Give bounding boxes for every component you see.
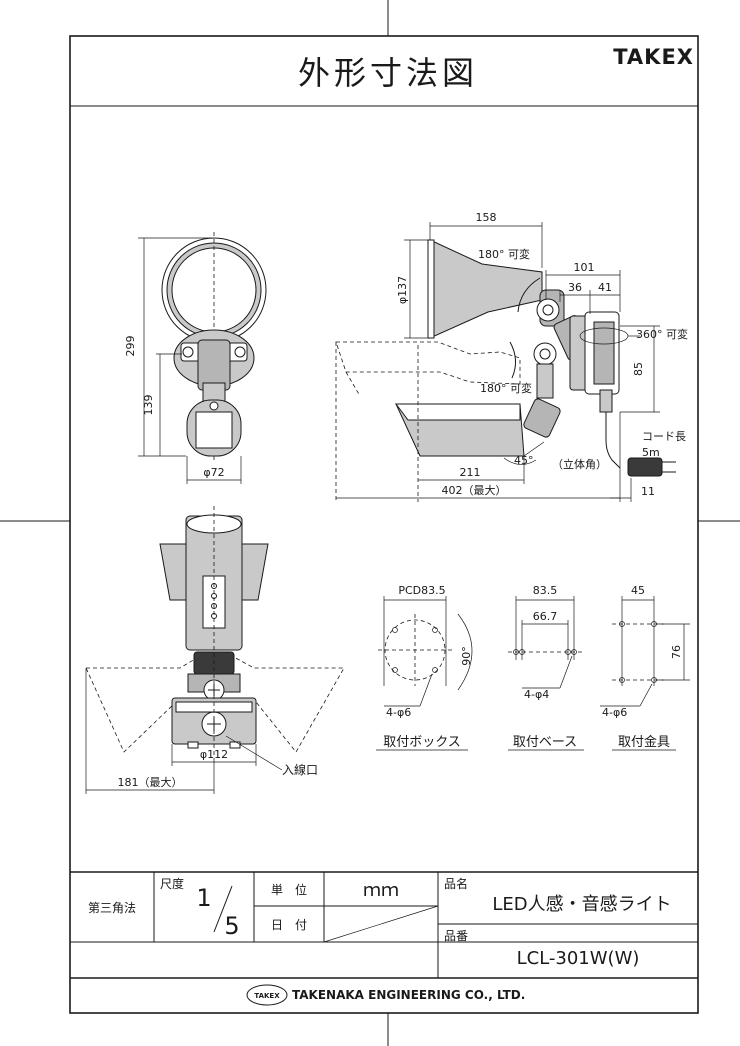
dim-side-box-width: 101 (574, 261, 595, 274)
product-name: LED人感・音感ライト (492, 894, 671, 915)
company-name: TAKENAKA ENGINEERING CO., LTD. (292, 988, 525, 1002)
dim-front-height-total: 299 (124, 336, 137, 357)
company-badge-text: TAKEX (254, 992, 280, 1000)
drawing-title: 外形寸法図 (298, 54, 478, 92)
label-mount-bracket: 取付金具 (618, 734, 670, 750)
dim-bottom-diameter: φ112 (200, 748, 228, 761)
dim-side-211: 211 (460, 466, 481, 479)
dim-side-max: 402（最大） (442, 483, 507, 497)
dim-side-11: 11 (641, 485, 655, 498)
label-solid-angle: （立体角） (552, 457, 607, 471)
dim-side-head-width: 158 (476, 211, 497, 224)
label-bracket-height: 76 (670, 645, 683, 659)
side-view: 158 φ137 180° 可変 101 36 41 360° 可変 85 18… (335, 211, 688, 502)
product-name-label: 品名 (444, 876, 468, 891)
label-mount-box: 取付ボックス (383, 735, 461, 750)
scale-label: 尺度 (160, 876, 184, 891)
label-box-pcd: PCD83.5 (398, 584, 445, 597)
scale-denominator: 5 (224, 912, 239, 940)
mount-bracket-diagram: 45 76 4-φ6 取付金具 (600, 584, 690, 751)
label-rotate-box: 360° 可変 (636, 327, 688, 341)
drawing-frame (69, 35, 699, 1014)
label-cord: コード長 (642, 430, 686, 443)
mount-base-diagram: 83.5 66.7 4-φ4 取付ベース (508, 584, 584, 751)
label-inlet: 入線口 (282, 762, 318, 777)
mount-box-diagram: PCD83.5 90° 4-φ6 取付ボックス (376, 584, 473, 751)
dim-side-box-depth-a: 36 (568, 281, 582, 294)
product-number: LCL-301W(W) (517, 948, 640, 969)
label-bracket-width: 45 (631, 584, 645, 597)
brand-logo: TAKEX (613, 45, 694, 69)
unit-value: ｍｍ (363, 880, 399, 901)
scale-numerator: 1 (196, 884, 211, 912)
label-bracket-holes: 4-φ6 (602, 706, 627, 719)
label-rotate-neck: 180° 可変 (480, 381, 532, 395)
label-rotate-head: 180° 可変 (478, 247, 530, 261)
label-mount-base: 取付ベース (513, 735, 577, 750)
dim-side-box-depth-b: 41 (598, 281, 612, 294)
label-base-inner: 66.7 (533, 610, 558, 623)
dim-side-box-height: 85 (632, 362, 645, 376)
dim-front-height-lower: 139 (142, 395, 155, 416)
unit-label: 単 位 (271, 882, 307, 897)
dim-bottom-max: 181（最大） (118, 775, 183, 789)
label-base-holes: 4-φ4 (524, 688, 549, 701)
label-box-angle: 90° (460, 646, 473, 666)
dim-side-head-diameter: φ137 (396, 276, 409, 304)
label-box-holes: 4-φ6 (386, 706, 411, 719)
product-number-label: 品番 (444, 929, 468, 943)
title-block: 第三角法 尺度 1 5 単 位 ｍｍ 日 付 品名 LED人感・音感ライト 品番… (70, 871, 698, 1006)
label-base-width: 83.5 (533, 584, 558, 597)
company-logo-badge (246, 984, 288, 1006)
bottom-view: φ112 入線口 181（最大） (85, 506, 345, 794)
front-view: 299 139 φ72 (124, 232, 267, 484)
date-label: 日 付 (271, 918, 307, 932)
dim-front-diameter: φ72 (203, 466, 224, 479)
projection-method: 第三角法 (88, 901, 136, 915)
label-cord-length: 5m (642, 446, 660, 459)
